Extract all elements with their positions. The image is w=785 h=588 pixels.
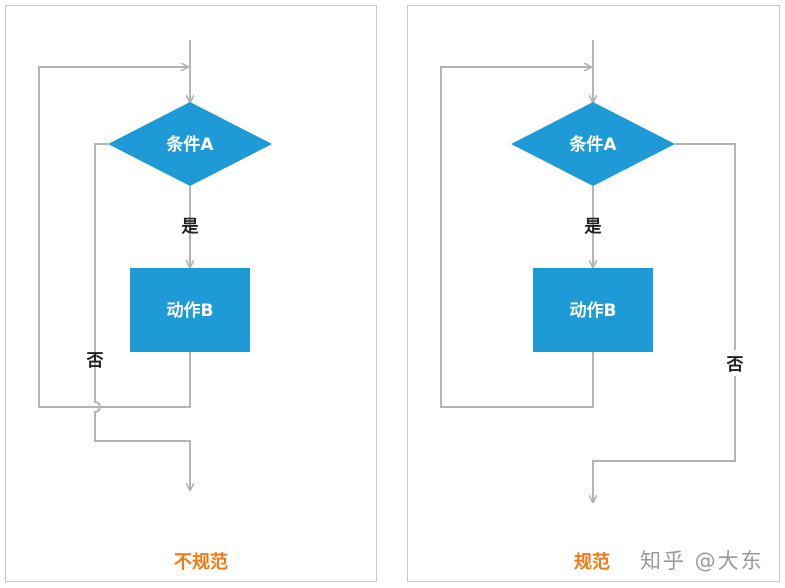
left-flowchart xyxy=(38,40,191,490)
right-no-label: 否 xyxy=(726,355,744,375)
right-action-label: 动作B xyxy=(570,300,617,321)
watermark: 知乎 @大东 xyxy=(640,549,764,573)
right-yes-label: 是 xyxy=(585,217,602,237)
right-flowchart xyxy=(440,40,736,502)
left-condition-diamond xyxy=(108,102,272,186)
left-no-branch-line xyxy=(94,143,190,490)
left-loop-back-line xyxy=(38,67,191,408)
right-condition-diamond xyxy=(511,102,675,186)
left-action-label: 动作B xyxy=(167,300,214,321)
right-caption: 规范 xyxy=(574,552,610,573)
left-yes-label: 是 xyxy=(182,217,199,237)
right-no-branch-line xyxy=(593,143,736,502)
right-loop-back-line xyxy=(440,67,594,408)
right-condition-label: 条件A xyxy=(568,134,617,155)
left-action-box xyxy=(130,268,250,352)
left-no-label: 否 xyxy=(86,351,104,371)
left-caption: 不规范 xyxy=(174,552,228,573)
right-no-label-bg xyxy=(722,350,748,376)
left-condition-label: 条件A xyxy=(165,134,214,155)
right-action-box xyxy=(533,268,653,352)
